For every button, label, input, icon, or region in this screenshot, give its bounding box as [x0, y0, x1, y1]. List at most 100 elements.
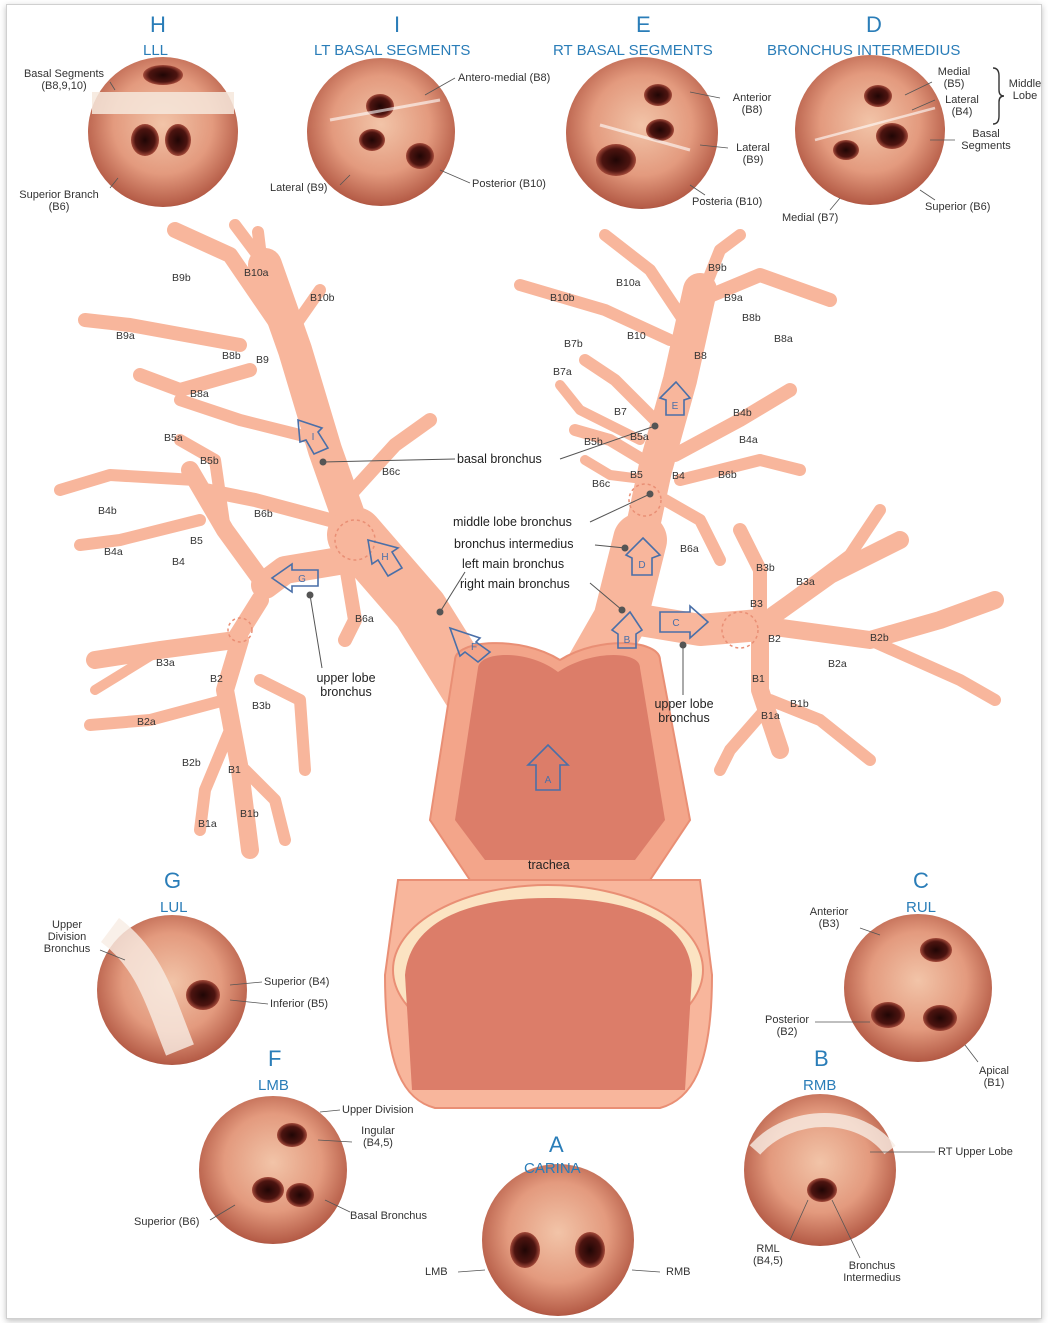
segment-label: B1b: [790, 698, 809, 710]
arrow-letter: D: [638, 560, 645, 571]
view-F-label: Superior (B6): [134, 1216, 199, 1228]
segment-label: B4: [672, 470, 685, 482]
view-C-label: Anterior (B3): [800, 906, 858, 930]
segment-label: B1b: [240, 808, 259, 820]
segment-label: B6a: [355, 613, 374, 625]
view-letter-D: D: [866, 12, 882, 38]
segment-label: B3: [750, 598, 763, 610]
view-letter-H: H: [150, 12, 166, 38]
segment-label: B1a: [198, 818, 217, 830]
segment-label: B8: [694, 350, 707, 362]
segment-label: B6c: [592, 478, 610, 490]
view-D-label: Middle Lobe: [1003, 78, 1047, 102]
view-G-label: Upper Division Bronchus: [36, 919, 98, 955]
view-D-label: Basal Segments: [955, 128, 1017, 152]
view-D-label: Superior (B6): [925, 201, 990, 213]
segment-label: B4a: [104, 546, 123, 558]
segment-label: B10a: [244, 267, 269, 279]
segment-label: B6a: [680, 543, 699, 555]
segment-label: B8a: [190, 388, 209, 400]
view-letter-A: A: [549, 1132, 564, 1158]
segment-label: B6b: [718, 469, 737, 481]
view-title-C: RUL: [906, 899, 936, 916]
view-letter-I: I: [394, 12, 400, 38]
segment-label: B7a: [553, 366, 572, 378]
view-title-H: LLL: [143, 42, 168, 59]
view-D-label: Lateral (B4): [937, 94, 987, 118]
left-main-bronchus-label: left main bronchus: [462, 557, 564, 571]
view-I-label: Antero-medial (B8): [458, 72, 550, 84]
view-title-D: BRONCHUS INTERMEDIUS: [767, 42, 960, 59]
view-H-label: Superior Branch (B6): [14, 189, 104, 213]
segment-label: B3b: [252, 700, 271, 712]
view-B-label: RT Upper Lobe: [938, 1146, 1013, 1158]
view-title-F: LMB: [258, 1077, 289, 1094]
view-D-label: Medial (B5): [932, 66, 976, 90]
segment-label: B8b: [742, 312, 761, 324]
segment-label: B10b: [310, 292, 335, 304]
segment-label: B4: [172, 556, 185, 568]
view-H-label: Basal Segments (B8,9,10): [14, 68, 114, 92]
view-A-image: [482, 1164, 634, 1316]
view-title-E: RT BASAL SEGMENTS: [553, 42, 713, 59]
view-I-label: Lateral (B9): [270, 182, 327, 194]
view-F-image: [199, 1096, 347, 1244]
right-upper-lobe-bronchus-label: upper lobe bronchus: [652, 697, 716, 725]
view-E-image: [566, 57, 718, 209]
view-title-A: CARINA: [524, 1160, 581, 1177]
segment-label: B2b: [182, 757, 201, 769]
view-A-label: RMB: [666, 1266, 690, 1278]
view-title-I: LT BASAL SEGMENTS: [314, 42, 470, 59]
segment-label: B2a: [137, 716, 156, 728]
segment-label: B5b: [584, 436, 603, 448]
segment-label: B4b: [733, 407, 752, 419]
left-lung-branches: [60, 225, 470, 850]
view-C-image: [844, 914, 992, 1062]
trachea-label: trachea: [528, 858, 570, 872]
view-letter-E: E: [636, 12, 651, 38]
view-C-label: Apical (B1): [970, 1065, 1018, 1089]
segment-label: B5a: [630, 431, 649, 443]
middle-lobe-bronchus-label: middle lobe bronchus: [453, 515, 572, 529]
segment-label: B3a: [796, 576, 815, 588]
segment-label: B10a: [616, 277, 641, 289]
segment-label: B8b: [222, 350, 241, 362]
segment-label: B7b: [564, 338, 583, 350]
view-G-image: [97, 915, 247, 1065]
arrow-letter: B: [624, 635, 631, 646]
segment-label: B5b: [200, 455, 219, 467]
view-letter-G: G: [164, 868, 181, 894]
segment-label: B9a: [116, 330, 135, 342]
segment-label: B2a: [828, 658, 847, 670]
arrow-letter: G: [298, 574, 306, 585]
basal-bronchus-label: basal bronchus: [457, 452, 542, 466]
view-B-image: [744, 1094, 896, 1246]
view-letter-C: C: [913, 868, 929, 894]
segment-label: B6b: [254, 508, 273, 520]
arrow-letter: A: [545, 775, 552, 786]
left-upper-lobe-bronchus-label: upper lobe bronchus: [314, 671, 378, 699]
view-B-label: RML (B4,5): [745, 1243, 791, 1267]
view-I-image: [307, 58, 455, 206]
view-F-label: Upper Division: [342, 1104, 414, 1116]
view-F-label: Basal Bronchus: [350, 1210, 427, 1222]
view-I-label: Posterior (B10): [472, 178, 546, 190]
view-F-label: Ingular (B4,5): [352, 1125, 404, 1149]
view-C-label: Posterior (B2): [756, 1014, 818, 1038]
view-G-label: Superior (B4): [264, 976, 329, 988]
segment-label: B8a: [774, 333, 793, 345]
view-G-label: Inferior (B5): [270, 998, 328, 1010]
segment-label: B10: [627, 330, 646, 342]
segment-label: B1a: [761, 710, 780, 722]
segment-label: B10b: [550, 292, 575, 304]
view-A-label: LMB: [425, 1266, 448, 1278]
view-D-image: [795, 55, 945, 205]
view-B-label: Bronchus Intermedius: [832, 1260, 912, 1284]
arrow-letter: C: [672, 618, 679, 629]
segment-label: B9b: [172, 272, 191, 284]
view-letter-B: B: [814, 1046, 829, 1072]
segment-label: B6c: [382, 466, 400, 478]
segment-label: B3a: [156, 657, 175, 669]
view-title-B: RMB: [803, 1077, 836, 1094]
arrow-letter: H: [381, 552, 388, 563]
